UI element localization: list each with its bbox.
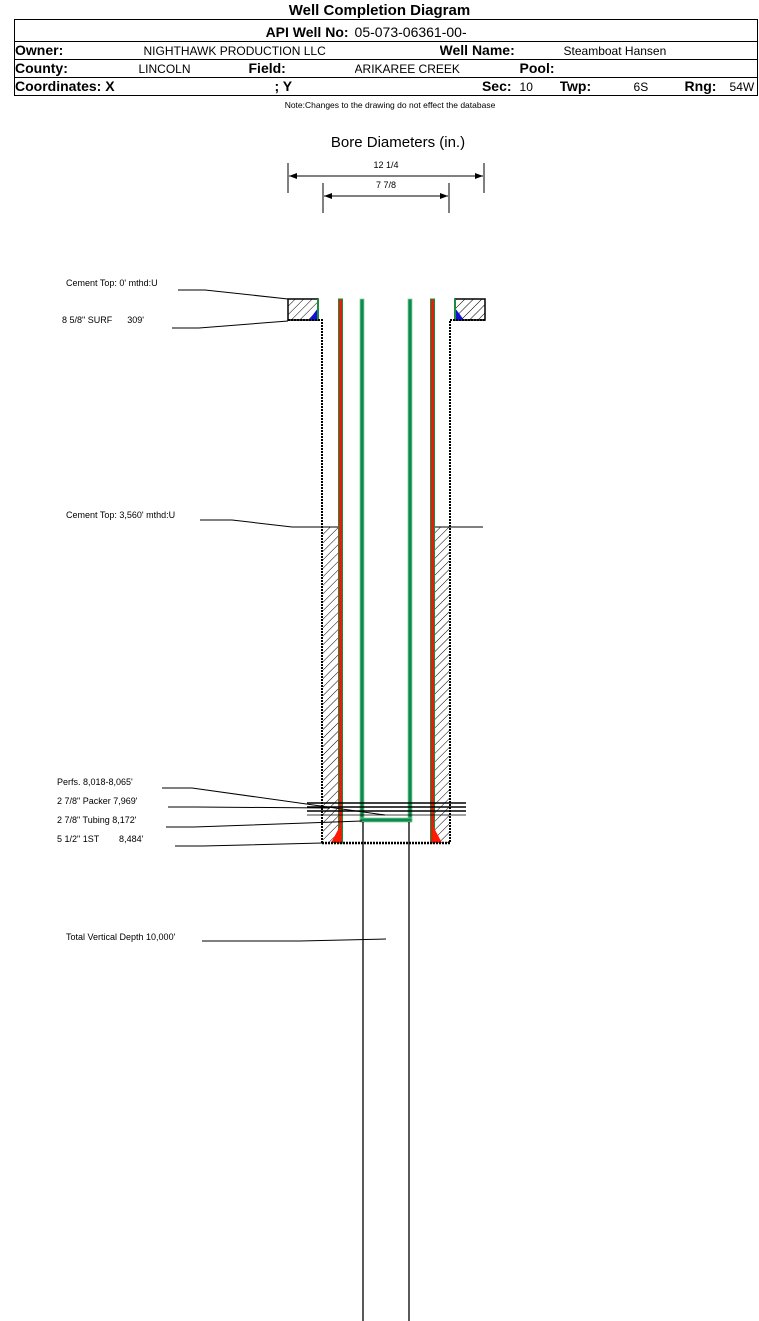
perforations-label: Perfs. 8,018-8,065'	[57, 777, 133, 787]
leader-production-casing	[175, 842, 323, 847]
inner-bore-diameter: 7 7/8	[375, 180, 397, 190]
inner-diameter-dimension	[322, 183, 450, 213]
api-value: 05-073-06361-00-	[354, 24, 467, 40]
packer-label: 2 7/8" Packer 7,969'	[57, 796, 138, 806]
surface-casing-label: 8 5/8" SURF 309'	[62, 315, 144, 325]
well-name-label: Well Name:	[439, 42, 515, 59]
production-cement-left	[323, 527, 340, 843]
diagram-title: Well Completion Diagram	[288, 2, 471, 19]
rng-label: Rng:	[684, 78, 717, 95]
field-label: Field:	[248, 60, 286, 77]
leader-perfs	[162, 787, 386, 816]
leader-total-depth	[202, 938, 387, 942]
api-label: API Well No:	[265, 24, 349, 40]
packer-and-perfs	[307, 802, 466, 816]
sec-value: 10	[519, 79, 533, 94]
surface-cement-left	[287, 298, 319, 321]
surface-cement-right	[454, 298, 486, 321]
outer-bore-diameter: 12 1/4	[373, 160, 399, 170]
production-cement-right	[432, 527, 449, 843]
leader-surface-casing	[172, 320, 289, 329]
borehole-wall-right	[449, 319, 485, 843]
leader-cement-top-production	[200, 519, 293, 528]
twp-label: Twp:	[559, 78, 592, 95]
leader-tubing	[166, 820, 363, 828]
database-note: Note:Changes to the drawing do not effec…	[284, 100, 496, 110]
county-label: County:	[15, 60, 68, 77]
county-row: County: LINCOLN Field: ARIKAREE CREEK Po…	[14, 59, 759, 78]
borehole-wall-left	[288, 319, 323, 843]
county-value: LINCOLN	[138, 61, 191, 76]
leader-packer	[168, 806, 331, 809]
total-depth-label: Total Vertical Depth 10,000'	[66, 932, 176, 942]
rng-value: 54W	[729, 79, 755, 94]
field-value: ARIKAREE CREEK	[354, 61, 460, 76]
cement-top-production-label: Cement Top: 3,560' mthd:U	[66, 510, 176, 520]
pool-label: Pool:	[519, 60, 555, 77]
cement-top-surface-label: Cement Top: 0' mthd:U	[66, 278, 158, 288]
coordinates-y-label: ; Y	[274, 78, 293, 95]
coordinates-x-label: Coordinates: X	[15, 78, 115, 95]
well-name-value: Steamboat Hansen	[563, 43, 667, 58]
tubing-label: 2 7/8" Tubing 8,172'	[57, 815, 137, 825]
sec-label: Sec:	[481, 78, 512, 95]
production-casing	[331, 298, 442, 844]
owner-row: Owner: NIGHTHAWK PRODUCTION LLC Well Nam…	[14, 41, 759, 60]
bore-diameters-title: Bore Diameters (in.)	[330, 134, 466, 151]
owner-label: Owner:	[15, 42, 64, 59]
owner-value: NIGHTHAWK PRODUCTION LLC	[143, 43, 326, 58]
twp-value: 6S	[633, 79, 649, 94]
api-row: API Well No: 05-073-06361-00-	[13, 19, 759, 42]
coordinates-row: Coordinates: X ; Y Sec: 10 Twp: 6S Rng: …	[14, 77, 759, 96]
tubing-string	[359, 298, 413, 823]
well-info-table: API Well No: 05-073-06361-00- Owner: NIG…	[13, 19, 759, 96]
leader-cement-top-surface	[178, 289, 289, 300]
production-casing-label: 5 1/2" 1ST 8,484'	[57, 834, 144, 844]
outer-diameter-dimension	[287, 163, 485, 193]
